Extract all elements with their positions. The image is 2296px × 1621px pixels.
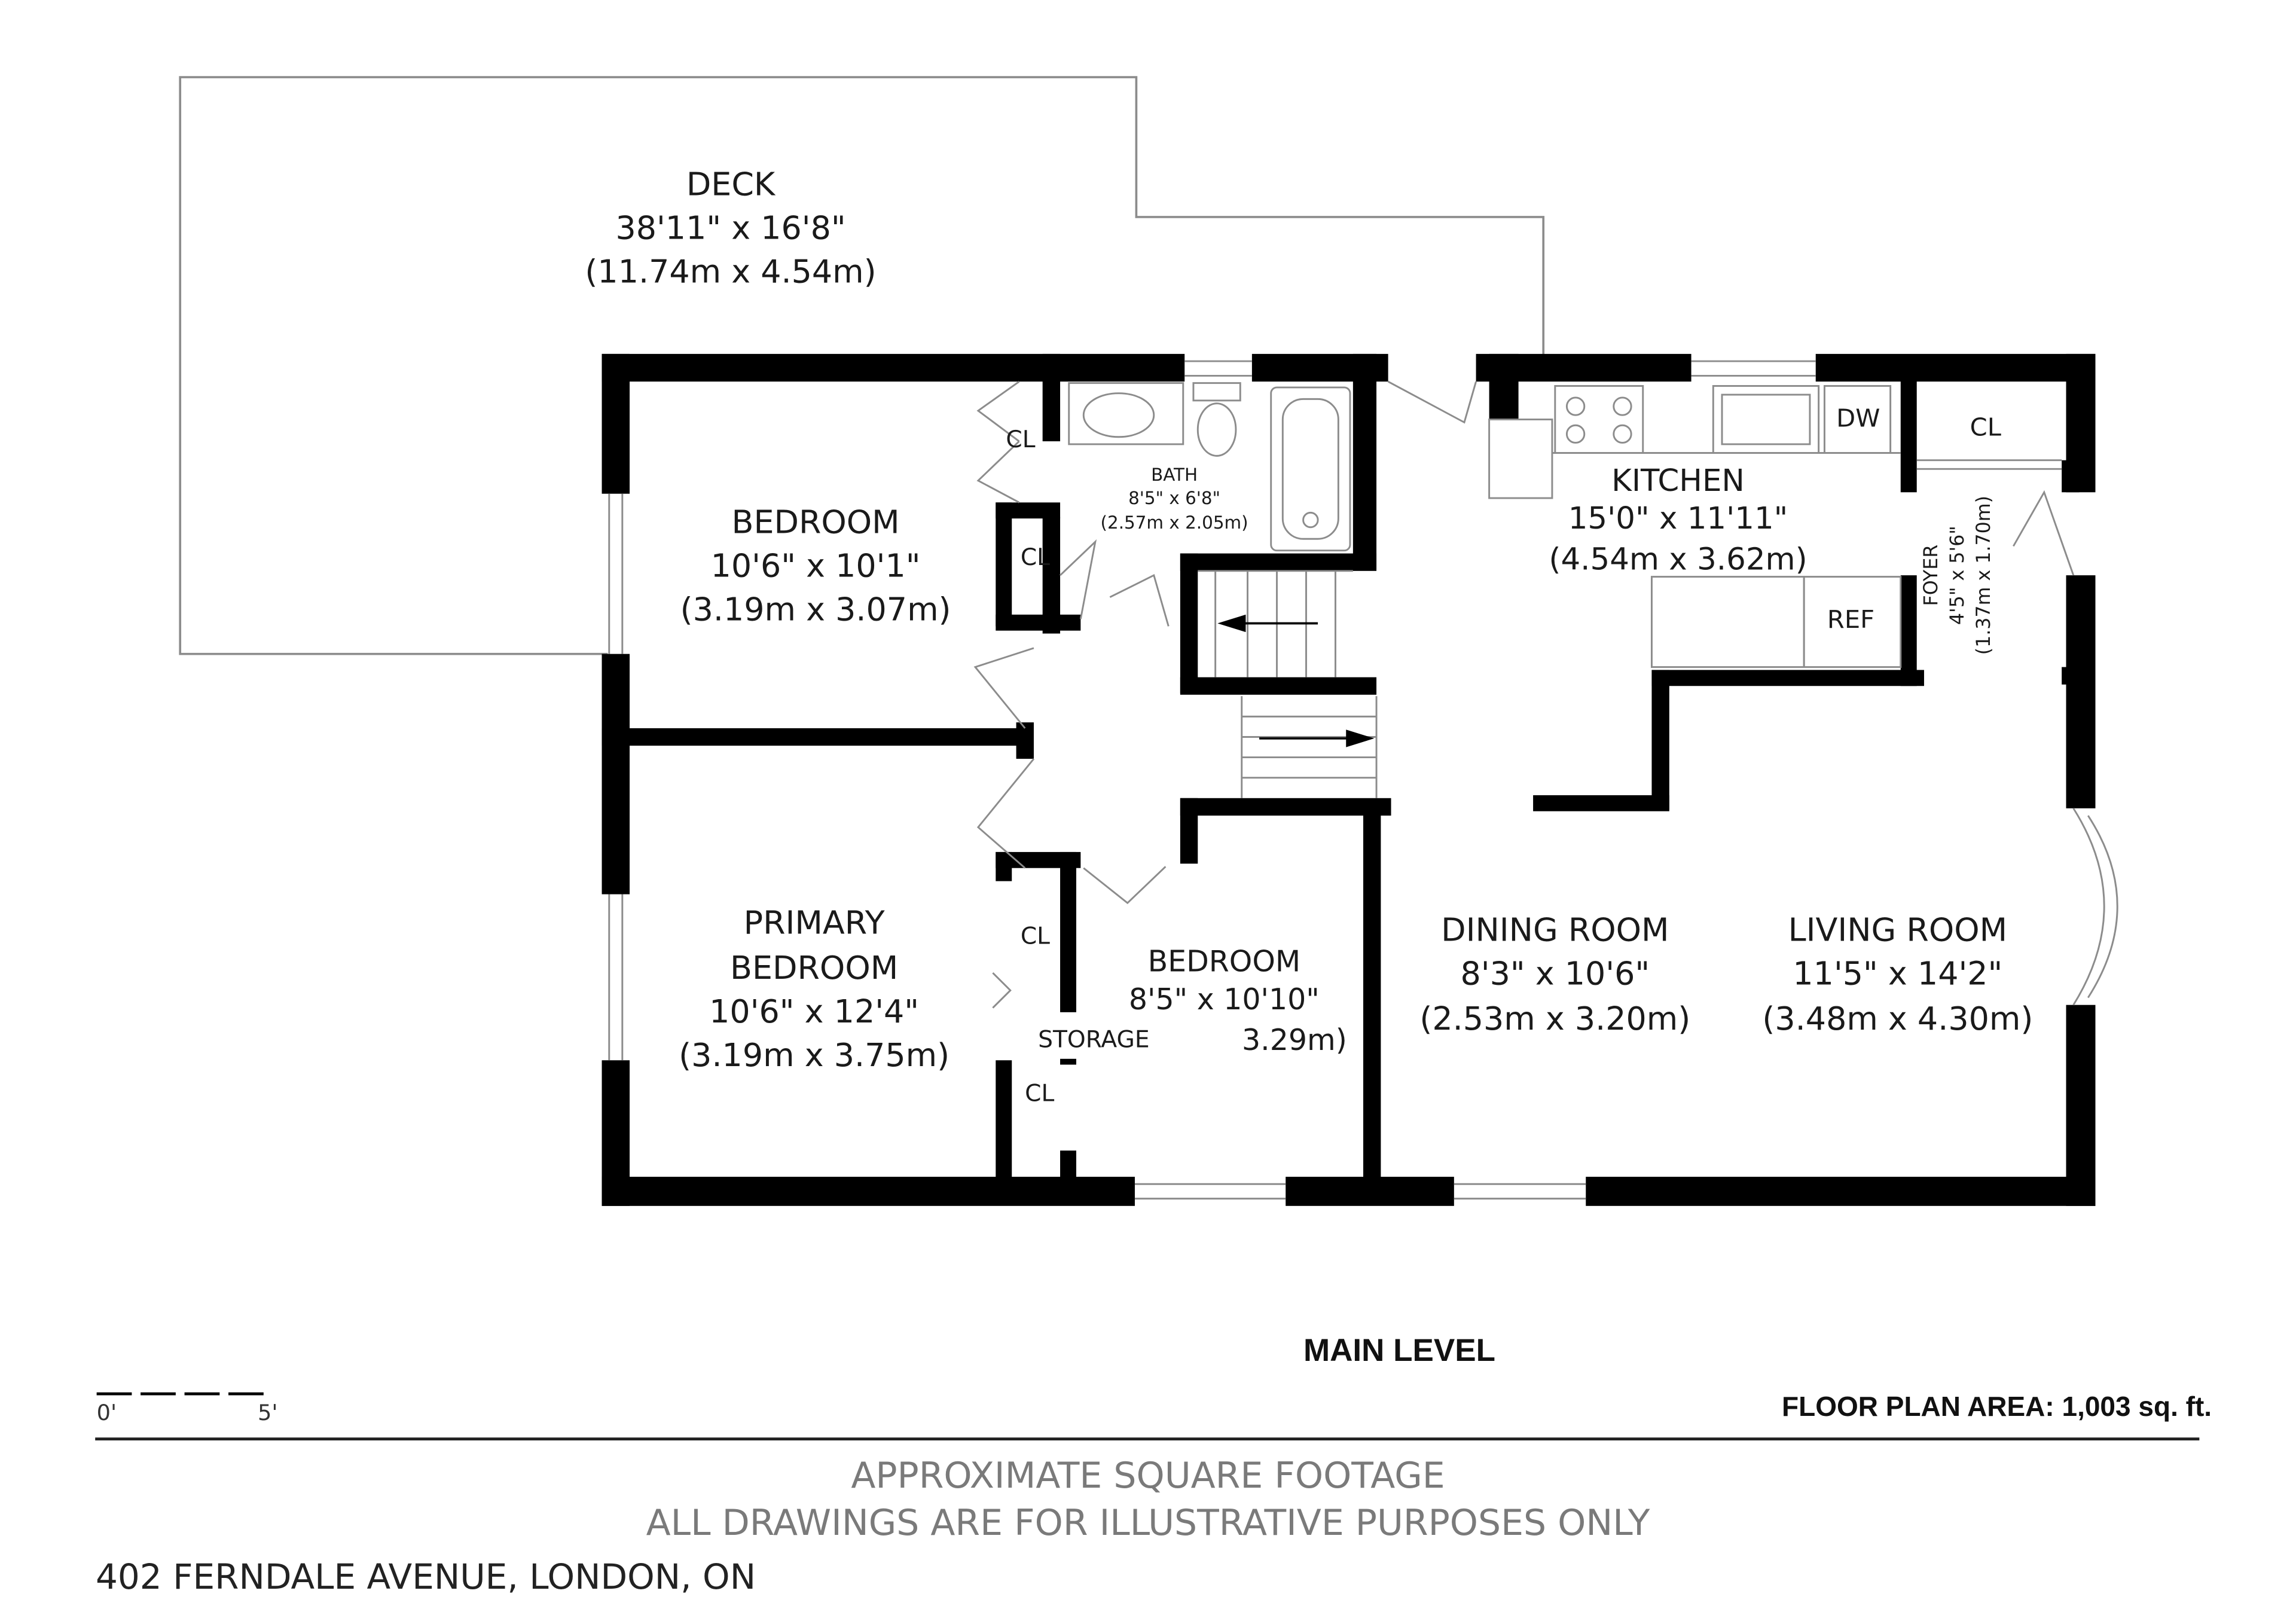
deck-dim-imperial: 38'11" x 16'8" (615, 209, 845, 247)
bath-dim-imperial: 8'5" x 6'8" (1128, 488, 1220, 508)
stair-arrows (1217, 614, 1375, 747)
kitchen-dim-imperial: 15'0" x 11'11" (1568, 500, 1788, 536)
refrigerator-label: REF (1827, 605, 1874, 634)
deck-label: DECK 38'11" x 16'8" (11.74m x 4.54m) (585, 166, 876, 291)
dining-room-label: DINING ROOM 8'3" x 10'6" (2.53m x 3.20m) (1419, 911, 1690, 1037)
deck-name: DECK (686, 166, 776, 203)
closet-label: CL (1970, 412, 2001, 441)
foyer-dim-imperial: 4'5" x 5'6" (1947, 526, 1968, 625)
storage-label: STORAGE (1038, 1026, 1149, 1053)
living-room-label: LIVING ROOM 11'5" x 14'2" (3.48m x 4.30m… (1762, 911, 2033, 1037)
thin-lines (608, 360, 2118, 1200)
bedroom1-dim-metric: (3.19m x 3.07m) (680, 591, 951, 628)
dining-room-dim-imperial: 8'3" x 10'6" (1460, 955, 1650, 993)
floor-area: FLOOR PLAN AREA: 1,003 sq. ft. (1782, 1391, 2212, 1422)
primary-bedroom-label: PRIMARY BEDROOM 10'6" x 12'4" (3.19m x 3… (679, 903, 949, 1073)
bedroom2-dim-metric: 3.29m) (1242, 1023, 1347, 1057)
bedroom1-label: BEDROOM 10'6" x 10'1" (3.19m x 3.07m) (680, 503, 951, 628)
dishwasher-label: DW (1836, 404, 1880, 433)
foyer-dim-metric: (1.37m x 1.70m) (1973, 496, 1995, 655)
dining-room-dim-metric: (2.53m x 3.20m) (1419, 1000, 1690, 1037)
bedroom2-name: BEDROOM (1148, 945, 1301, 979)
disclaimer-line1: APPROXIMATE SQUARE FOOTAGE (851, 1455, 1445, 1497)
foyer-label: FOYER 4'5" x 5'6" (1.37m x 1.70m) (1921, 496, 1995, 655)
primary-bedroom-name-line2: BEDROOM (730, 949, 898, 987)
bedroom2-label: BEDROOM 8'5" x 10'10" 3.29m) (1129, 945, 1347, 1057)
deck-dim-metric: (11.74m x 4.54m) (585, 253, 876, 291)
level-title: MAIN LEVEL (1303, 1333, 1495, 1368)
bath-name: BATH (1151, 465, 1198, 485)
living-room-name: LIVING ROOM (1788, 911, 2007, 949)
closet-label: CL (1025, 1080, 1054, 1107)
primary-bedroom-dim-imperial: 10'6" x 12'4" (709, 993, 919, 1030)
primary-bedroom-name-line1: PRIMARY (744, 903, 885, 941)
dining-room-name: DINING ROOM (1441, 911, 1669, 949)
fixture-labels: CL CL CL CL CL DW REF STORAGE (1006, 404, 2001, 1107)
bath-dim-metric: (2.57m x 2.05m) (1101, 512, 1248, 533)
disclaimer-line2: ALL DRAWINGS ARE FOR ILLUSTRATIVE PURPOS… (646, 1502, 1650, 1544)
bedroom2-dim-imperial: 8'5" x 10'10" (1129, 982, 1320, 1016)
scale-end: 5' (258, 1400, 277, 1425)
closet-label: CL (1006, 426, 1035, 453)
deck-outline (179, 76, 1545, 655)
primary-bedroom-dim-metric: (3.19m x 3.75m) (679, 1036, 949, 1074)
kitchen-label: KITCHEN 15'0" x 11'11" (4.54m x 3.62m) (1549, 463, 1807, 577)
bedroom1-name: BEDROOM (731, 503, 899, 541)
kitchen-dim-metric: (4.54m x 3.62m) (1549, 542, 1807, 578)
address: 402 FERNDALE AVENUE, LONDON, ON (96, 1556, 756, 1597)
living-room-dim-imperial: 11'5" x 14'2" (1793, 955, 2002, 993)
closet-label: CL (1021, 923, 1050, 950)
walls (602, 353, 2096, 1206)
scale-bar: 0' 5' (97, 1392, 277, 1425)
foyer-name: FOYER (1921, 545, 1942, 606)
living-room-dim-metric: (3.48m x 4.30m) (1762, 1000, 2033, 1037)
kitchen-name: KITCHEN (1611, 463, 1745, 499)
scale-start: 0' (97, 1400, 117, 1425)
bedroom1-dim-imperial: 10'6" x 10'1" (711, 547, 921, 585)
bath-label: BATH 8'5" x 6'8" (2.57m x 2.05m) (1101, 465, 1248, 533)
closet-label: CL (1021, 544, 1050, 571)
